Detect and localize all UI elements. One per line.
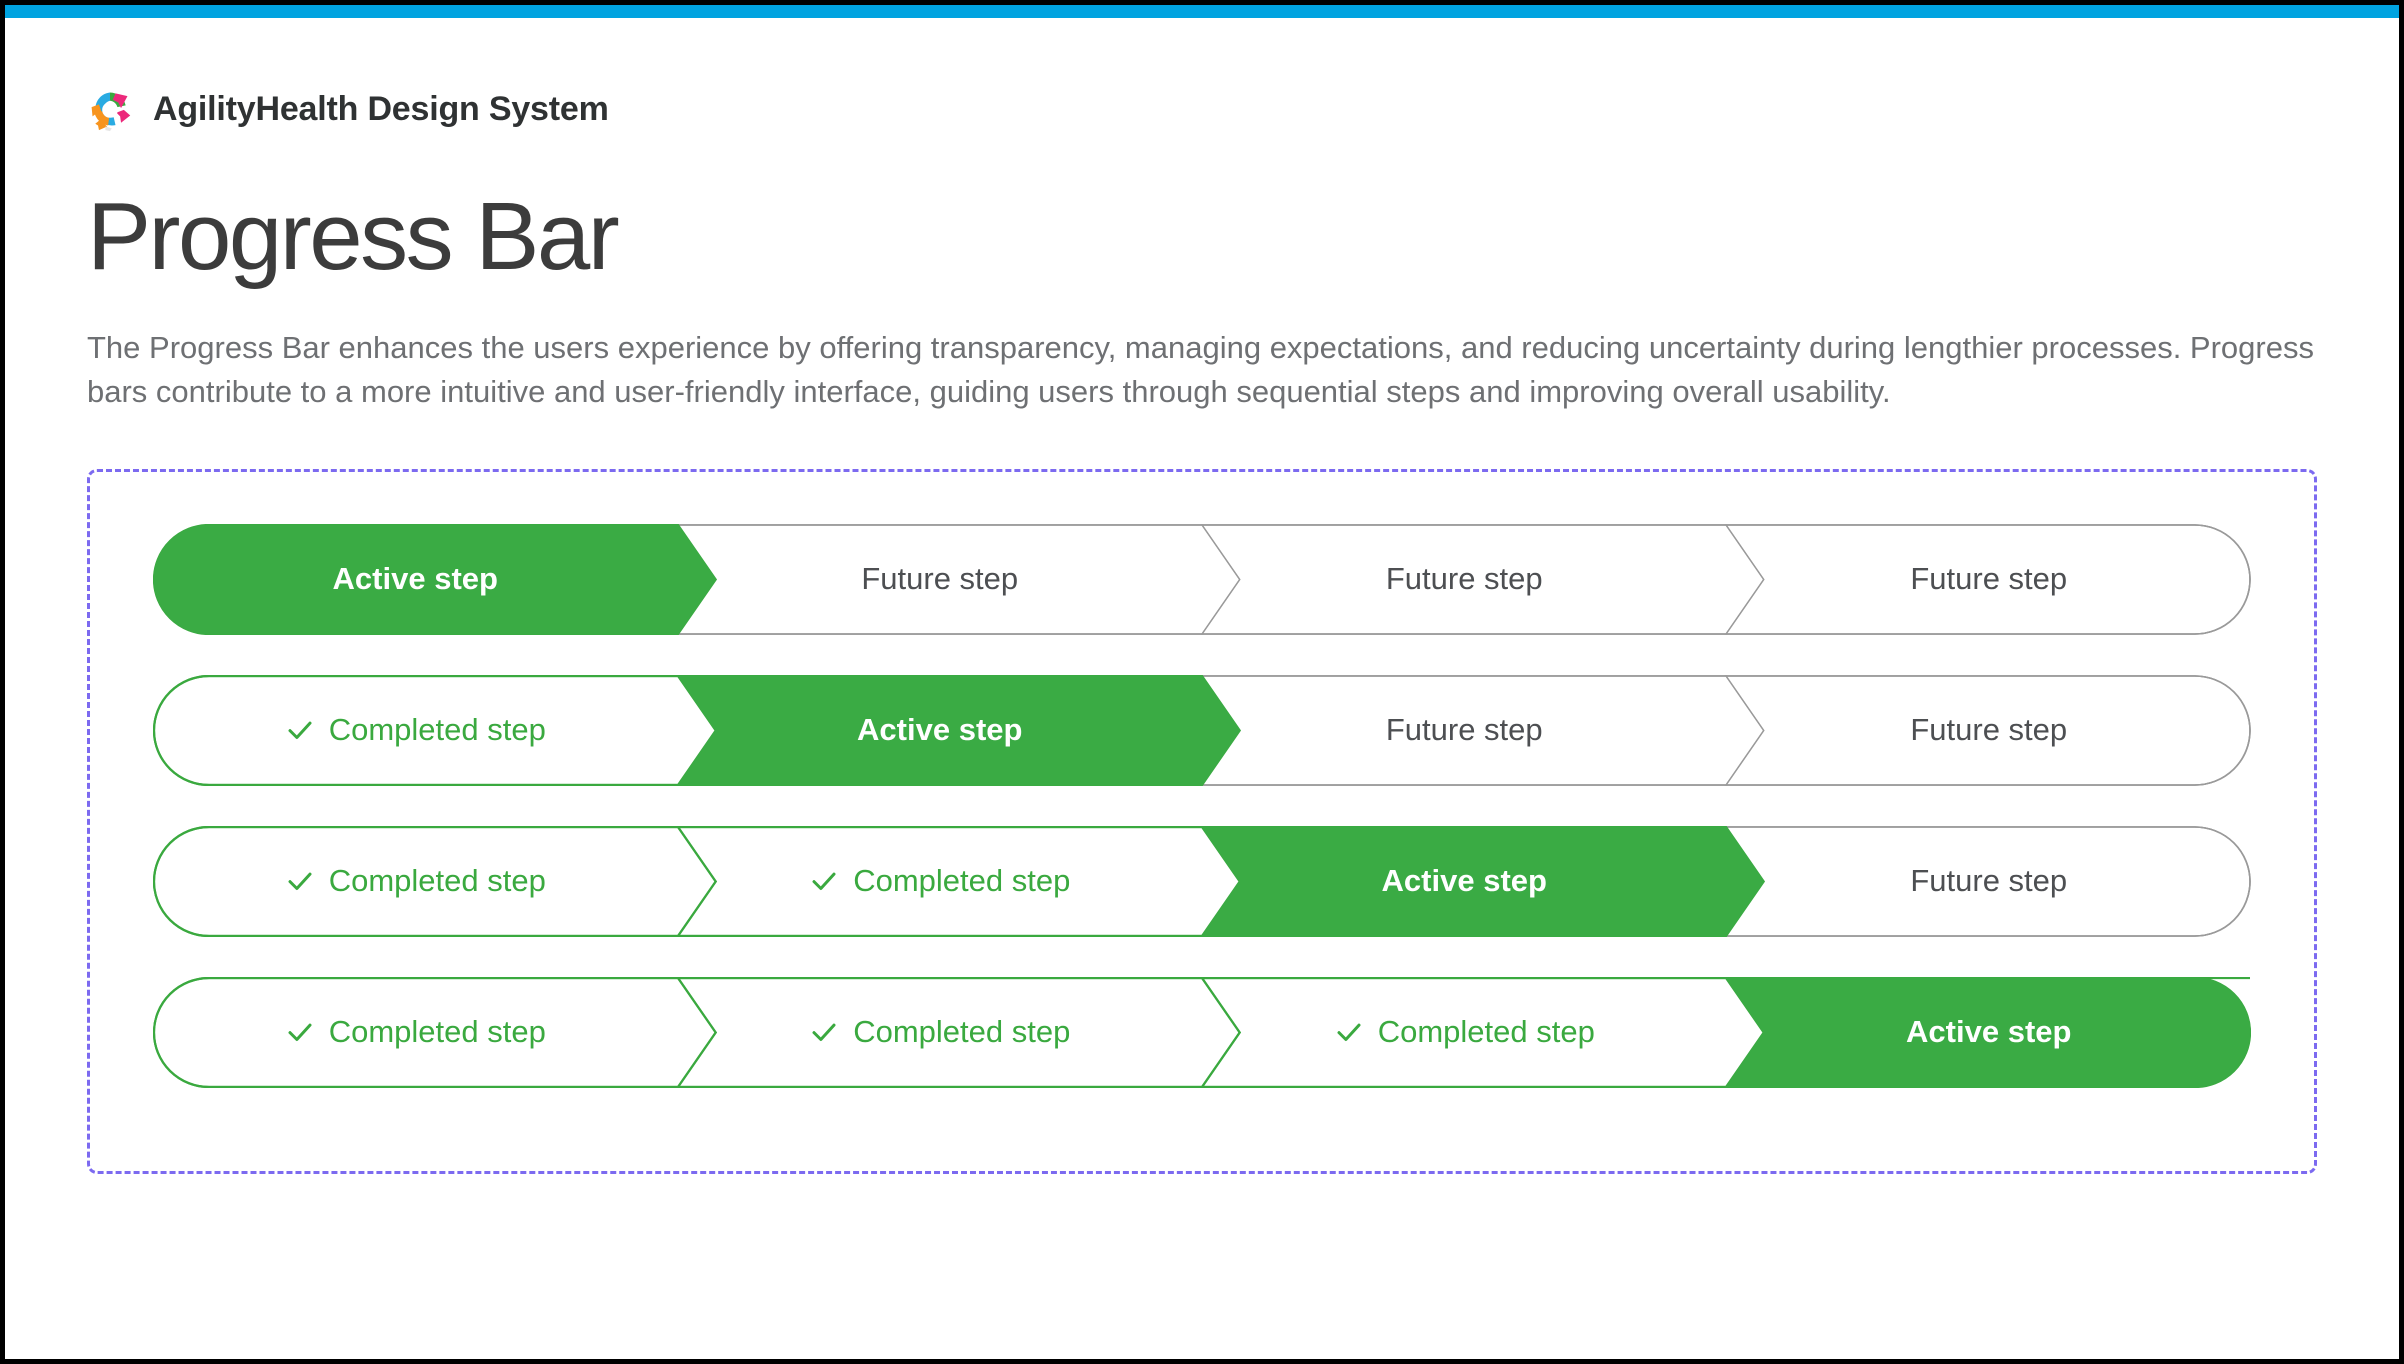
progress-step-label: Active step xyxy=(1906,1014,2072,1050)
progress-step-future[interactable]: Future step xyxy=(1727,826,2252,937)
progress-step-active[interactable]: Active step xyxy=(153,524,678,635)
check-icon xyxy=(288,1024,312,1042)
check-icon xyxy=(1337,1024,1361,1042)
progress-step-completed[interactable]: Completed step xyxy=(153,675,678,786)
check-icon xyxy=(812,873,836,891)
progress-bar-step-4-of-4[interactable]: Completed step Completed step Completed st… xyxy=(153,976,2251,1088)
progress-bar-step-2-of-4[interactable]: Completed step Active step Future step Futu… xyxy=(153,674,2251,786)
brand-name: AgilityHealth Design System xyxy=(153,89,609,128)
page-description: The Progress Bar enhances the users expe… xyxy=(87,329,2314,409)
progress-step-future[interactable]: Future step xyxy=(1727,524,2252,635)
progress-step-completed[interactable]: Completed step xyxy=(678,977,1203,1088)
progress-bar-step-1-of-4[interactable]: Active step Future step Future step Future … xyxy=(153,523,2251,635)
check-icon xyxy=(288,873,312,891)
check-icon xyxy=(288,722,312,740)
progress-step-label: Completed step xyxy=(328,863,546,899)
progress-step-active[interactable]: Active step xyxy=(1727,977,2252,1088)
progress-bar-segment-active-fill[interactable] xyxy=(1200,826,1765,937)
brand-header: AgilityHealth Design System xyxy=(87,86,2317,132)
progress-step-label: Completed step xyxy=(1377,1014,1595,1050)
progress-step-label: Active step xyxy=(332,561,498,597)
progress-step-future[interactable]: Future step xyxy=(1727,675,2252,786)
progress-step-label: Completed step xyxy=(853,863,1071,899)
progress-bar-segment-active-fill[interactable] xyxy=(153,524,717,635)
page-title: Progress Bar xyxy=(87,183,620,290)
progress-step-active[interactable]: Active step xyxy=(1202,826,1727,937)
progress-bar-completed-outline xyxy=(153,674,1242,786)
progress-step-label: Future step xyxy=(1385,712,1543,748)
agilityhealth-circular-logo-icon xyxy=(87,86,133,132)
progress-bar-completed-outline xyxy=(153,825,1766,937)
progress-bar-graphic xyxy=(153,674,2251,786)
progress-step-label: Completed step xyxy=(853,1014,1071,1050)
progress-step-completed[interactable]: Completed step xyxy=(1202,977,1727,1088)
progress-step-label: Future step xyxy=(1385,561,1543,597)
progress-step-completed[interactable]: Completed step xyxy=(678,826,1203,937)
progress-step-label: Future step xyxy=(1910,712,2068,748)
page-content: AgilityHealth Design System Progress Bar… xyxy=(5,18,2399,1359)
check-icon xyxy=(812,1024,836,1042)
progress-bar-graphic xyxy=(153,523,2251,635)
progress-bar-graphic xyxy=(153,825,2251,937)
progress-step-completed[interactable]: Completed step xyxy=(153,826,678,937)
progress-step-label: Active step xyxy=(857,712,1023,748)
progress-step-label: Active step xyxy=(1381,863,1547,899)
progress-step-future[interactable]: Future step xyxy=(1202,675,1727,786)
progress-step-label: Future step xyxy=(1910,561,2068,597)
progress-step-future[interactable]: Future step xyxy=(678,524,1203,635)
progress-step-active[interactable]: Active step xyxy=(678,675,1203,786)
progress-step-future[interactable]: Future step xyxy=(1202,524,1727,635)
progress-bar-graphic xyxy=(153,976,2251,1088)
top-accent-bar xyxy=(5,5,2399,18)
progress-bar-segment-active-fill[interactable] xyxy=(1724,977,2251,1088)
progress-bar-segment-active-fill[interactable] xyxy=(676,675,1241,786)
progress-step-label: Completed step xyxy=(328,1014,546,1050)
progress-step-completed[interactable]: Completed step xyxy=(153,977,678,1088)
progress-bar-labels: Completed step Completed step Active step F… xyxy=(153,826,2251,937)
progress-step-label: Future step xyxy=(861,561,1019,597)
progress-bar-labels: Completed step Active step Future step Futu… xyxy=(153,675,2251,786)
progress-step-label: Future step xyxy=(1910,863,2068,899)
progress-bar-labels: Completed step Completed step Completed st… xyxy=(153,977,2251,1088)
progress-bar-step-3-of-4[interactable]: Completed step Completed step Active step F… xyxy=(153,825,2251,937)
progress-step-label: Completed step xyxy=(328,712,546,748)
progress-bar-labels: Active step Future step Future step Future … xyxy=(153,524,2251,635)
